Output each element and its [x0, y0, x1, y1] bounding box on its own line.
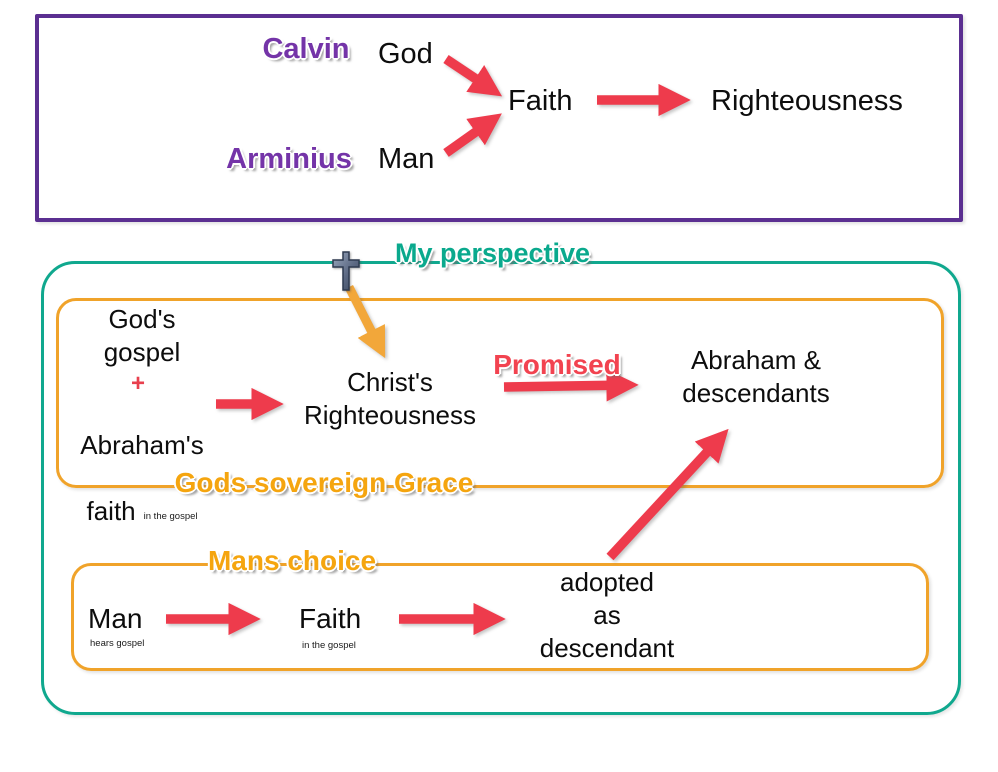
abrahams-note: in the gospel: [143, 511, 198, 522]
abrahams-line2: faith in the gospel: [58, 495, 226, 528]
adopted-as-descendant-label: adopted as descendant: [539, 567, 675, 663]
faith-label-bottom: Faith: [299, 603, 362, 634]
latin-cross-icon: [332, 251, 360, 291]
mans-choice-box: [71, 563, 929, 671]
my-perspective-panel: [41, 261, 961, 715]
gods-sovereign-grace-box: [56, 298, 944, 488]
faith-label-top: Faith: [508, 85, 573, 117]
righteousness-label: Righteousness: [711, 85, 903, 117]
gods-sovereign-grace-caption: Gods sovereign Grace: [174, 467, 474, 498]
man-label-bottom: Man: [88, 603, 143, 634]
abrahams-line1: Abraham's: [80, 430, 204, 460]
promised-label: Promised: [493, 349, 621, 380]
arminius-label: Arminius: [226, 143, 352, 175]
plus-sign: +: [131, 370, 146, 397]
mans-choice-caption: Mans choice: [207, 545, 377, 576]
my-perspective-title: My perspective: [394, 238, 591, 268]
abrahams-faith-label: Abraham's faith in the gospel: [58, 396, 226, 561]
gods-gospel-label: God's gospel: [103, 304, 181, 367]
god-label: God: [378, 38, 433, 70]
abrahams-faith-word: faith: [86, 496, 136, 526]
calvin-arminius-panel: [35, 14, 963, 222]
christs-righteousness-label: Christ's Righteousness: [304, 367, 476, 430]
calvin-label: Calvin: [262, 33, 350, 65]
faith-note: in the gospel: [302, 640, 356, 651]
man-note: hears gospel: [90, 638, 145, 649]
abraham-descendants-label: Abraham & descendants: [682, 345, 830, 408]
man-label-top: Man: [378, 143, 435, 175]
